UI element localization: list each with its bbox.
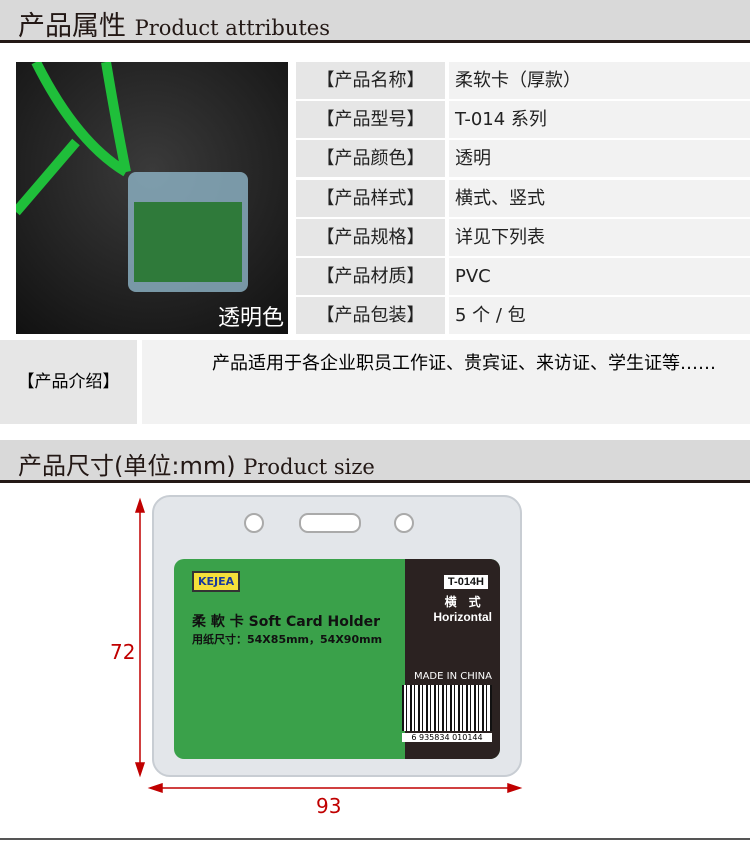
attr-value: 5 个 / 包: [449, 297, 750, 334]
intro-label: 【产品介绍】: [0, 340, 137, 424]
paper-size: 用纸尺寸：54X85mm，54X90mm: [192, 633, 383, 646]
slot: [299, 513, 361, 533]
brand-logo: KEJEA: [192, 571, 241, 592]
height-dimension: 72: [110, 640, 136, 664]
attr-row-package: 【产品包装】5 个 / 包: [296, 297, 750, 334]
section-title-cn: 产品尺寸(单位:mm): [18, 452, 236, 480]
attr-value: 透明: [449, 140, 750, 177]
attr-value: 柔软卡（厚款）: [449, 62, 750, 99]
product-photo: 透明色: [12, 59, 288, 334]
photo-caption: 透明色: [217, 306, 284, 331]
attr-label: 【产品材质】: [296, 258, 445, 295]
barcode-number: 6 935834 010144: [402, 733, 492, 742]
attr-row-spec: 【产品规格】详见下列表: [296, 219, 750, 256]
attr-value: PVC: [449, 258, 750, 295]
attr-label: 【产品包装】: [296, 297, 445, 334]
attr-row-name: 【产品名称】柔软卡（厚款）: [296, 62, 750, 99]
card-insert: KEJEA 柔 軟 卡 Soft Card Holder 用纸尺寸：54X85m…: [174, 559, 500, 759]
section-title-en: Product size: [243, 455, 375, 479]
bottom-divider: [0, 838, 750, 840]
attr-label: 【产品名称】: [296, 62, 445, 99]
attr-row-color: 【产品颜色】透明: [296, 140, 750, 177]
barcode: [402, 685, 492, 731]
attr-label: 【产品颜色】: [296, 140, 445, 177]
section-header-size: 产品尺寸(单位:mm) Product size: [0, 440, 750, 483]
section-title-en: Product attributes: [134, 16, 331, 40]
model-badge: T-014H: [443, 575, 488, 589]
attr-label: 【产品型号】: [296, 101, 445, 138]
attr-value: 详见下列表: [449, 219, 750, 256]
section-header-attributes: 产品属性 Product attributes: [0, 0, 750, 43]
card-name: 柔 軟 卡 Soft Card Holder: [192, 614, 381, 630]
intro-text: 产品适用于各企业职员工作证、贵宾证、来访证、学生证等……: [142, 340, 750, 424]
style-en: Horizontal: [433, 610, 492, 624]
attr-label: 【产品样式】: [296, 180, 445, 217]
attr-row-material: 【产品材质】PVC: [296, 258, 750, 295]
attr-row-model: 【产品型号】T-014 系列: [296, 101, 750, 138]
card-holder-diagram: KEJEA 柔 軟 卡 Soft Card Holder 用纸尺寸：54X85m…: [152, 495, 522, 777]
hole: [394, 513, 414, 533]
section-title-cn: 产品属性: [18, 11, 126, 42]
attr-label: 【产品规格】: [296, 219, 445, 256]
width-dimension: 93: [316, 794, 342, 818]
made-in: MADE IN CHINA: [413, 671, 492, 682]
attr-value: T-014 系列: [449, 101, 750, 138]
lanyard-card-illustration: [12, 59, 248, 292]
hole: [244, 513, 264, 533]
style-cn: 横 式: [444, 595, 481, 609]
attr-row-style: 【产品样式】横式、竖式: [296, 180, 750, 217]
attr-value: 横式、竖式: [449, 180, 750, 217]
